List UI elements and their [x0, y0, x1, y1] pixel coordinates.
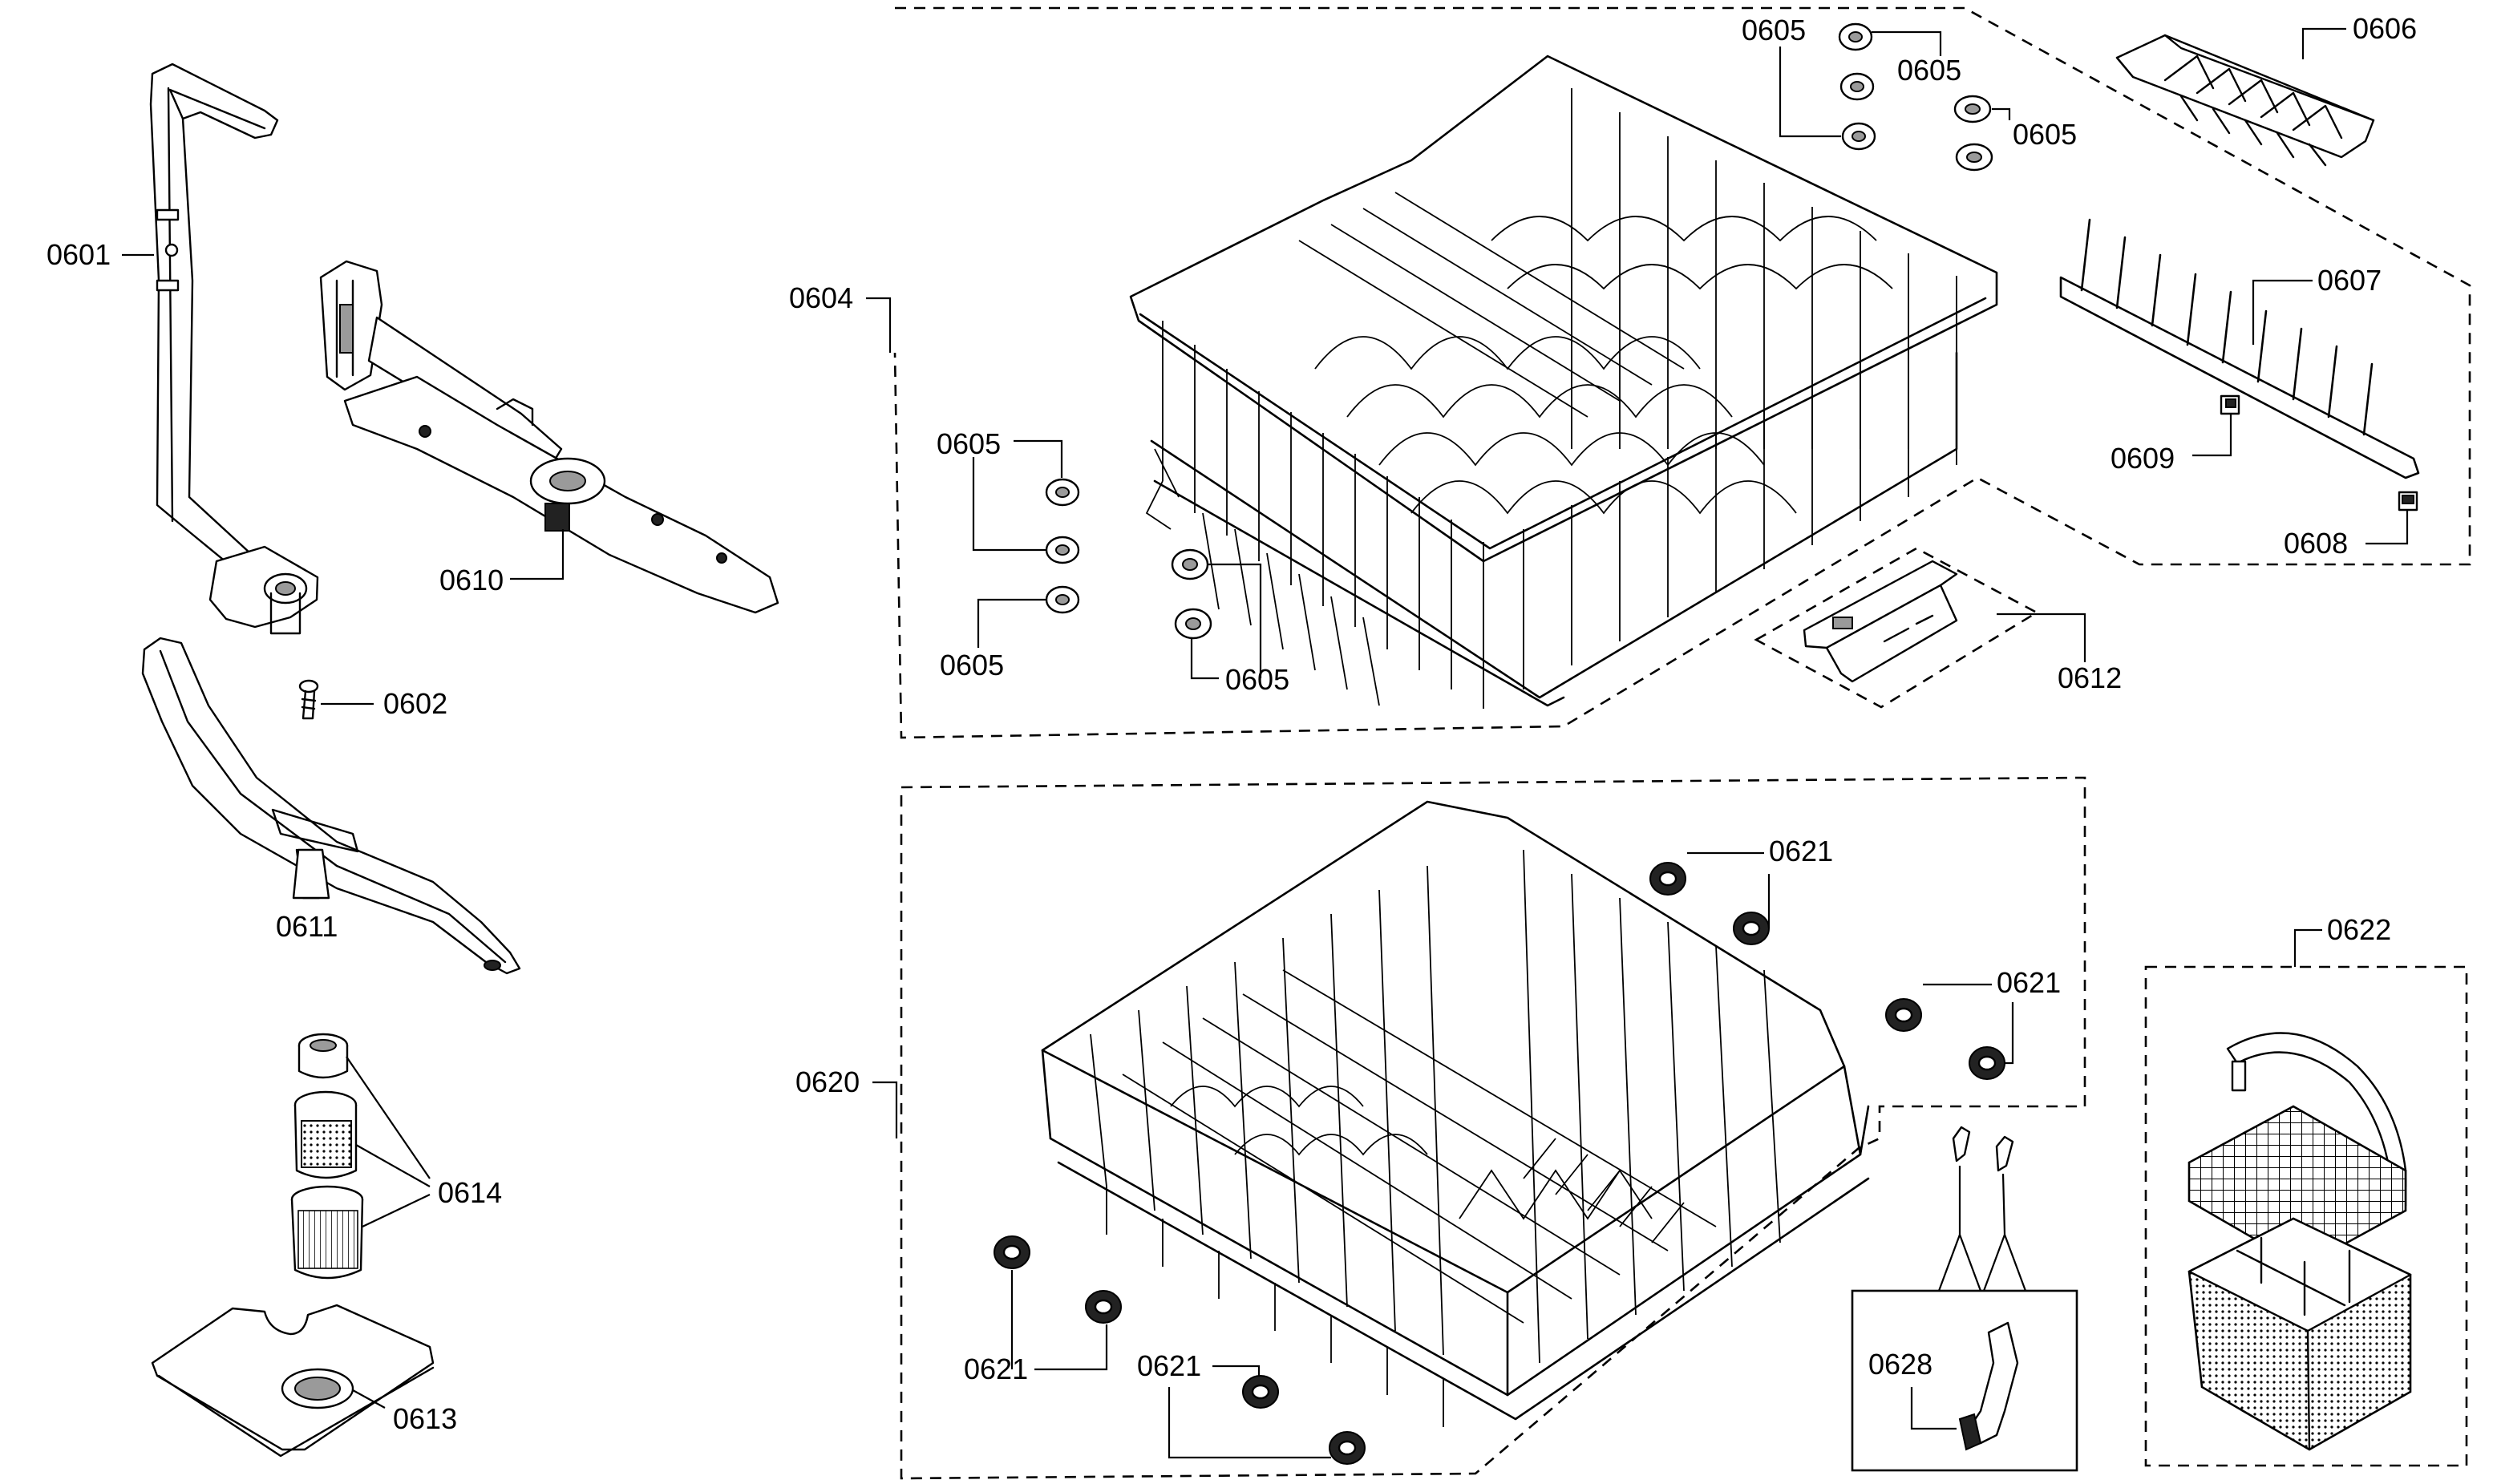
tine-row-part — [2059, 218, 2420, 479]
roller-wheel — [1838, 22, 1873, 51]
clip-kit-box — [1851, 1126, 2078, 1472]
svg-text:0602: 0602 — [383, 687, 447, 720]
svg-text:0606: 0606 — [2353, 12, 2417, 45]
roller-wheel — [1649, 862, 1686, 896]
lower-rack-dashed-outline — [900, 776, 2086, 1480]
screw-part — [298, 679, 319, 720]
roller-wheel — [1733, 912, 1770, 945]
svg-text:0621: 0621 — [1769, 835, 1833, 867]
svg-text:0601: 0601 — [47, 238, 111, 271]
roller-wheel — [1955, 143, 1993, 172]
roller-wheel — [1045, 536, 1080, 564]
roller-group-upper-left — [1045, 478, 1212, 640]
svg-text:0610: 0610 — [439, 564, 504, 596]
cutlery-basket-box — [2144, 965, 2468, 1467]
label-0604: 0604 — [789, 281, 892, 353]
label-0610: 0610 — [439, 529, 565, 596]
svg-text:0611: 0611 — [276, 910, 338, 943]
roller-wheel — [1841, 122, 1876, 151]
svg-text:0621: 0621 — [1137, 1349, 1201, 1382]
cup-shelf-part — [2115, 34, 2375, 167]
label-0605-c: 0605 — [1190, 563, 1289, 696]
label-0613: 0613 — [352, 1389, 457, 1435]
roller-group-lower-right — [1649, 862, 2005, 1080]
svg-text:0605: 0605 — [937, 427, 1001, 460]
svg-text:0605: 0605 — [940, 649, 1004, 681]
tine-clip-part — [2398, 491, 2418, 512]
roller-wheel — [1969, 1046, 2005, 1080]
svg-text:0622: 0622 — [2327, 913, 2391, 946]
svg-text:0613: 0613 — [393, 1402, 457, 1435]
label-0621-c: 0621 — [964, 1270, 1108, 1385]
roller-wheel — [1171, 548, 1209, 580]
svg-text:0620: 0620 — [795, 1065, 860, 1098]
svg-text:0605: 0605 — [1742, 14, 1806, 47]
svg-text:0621: 0621 — [1997, 966, 2061, 999]
roller-wheel — [1329, 1431, 1366, 1465]
svg-text:0612: 0612 — [2058, 661, 2122, 694]
svg-text:0605: 0605 — [1897, 54, 1961, 87]
label-0614: 0614 — [346, 1056, 502, 1227]
label-0612: 0612 — [1997, 613, 2122, 694]
lower-rack-basket-part — [1041, 800, 1870, 1427]
label-0601: 0601 — [47, 238, 154, 271]
label-0621-b: 0621 — [1923, 966, 2061, 1065]
label-0608: 0608 — [2284, 510, 2409, 560]
label-0605-e: 0605 — [1872, 30, 1961, 87]
label-0605-a: 0605 — [937, 427, 1063, 552]
svg-text:0605: 0605 — [1225, 663, 1289, 696]
roller-group-lower-left — [994, 1235, 1366, 1465]
label-0622: 0622 — [2293, 913, 2391, 967]
rack-handle-part-box — [1754, 547, 2039, 709]
label-0605-d: 0605 — [1742, 14, 1841, 138]
upper-spray-arm-part — [319, 260, 779, 614]
roller-wheel — [994, 1235, 1030, 1269]
roller-wheel — [1045, 585, 1080, 614]
label-0602: 0602 — [321, 687, 447, 720]
svg-text:0628: 0628 — [1868, 1348, 1932, 1381]
roller-wheel — [1953, 95, 1992, 123]
label-0621-a: 0621 — [1687, 835, 1833, 928]
roller-group-upper-top — [1838, 22, 1993, 172]
roller-wheel — [1242, 1375, 1279, 1409]
roller-wheel — [1839, 72, 1875, 101]
label-0605-f: 0605 — [1992, 107, 2077, 151]
label-0628: 0628 — [1868, 1348, 1957, 1430]
filter-plate-part — [151, 1304, 435, 1458]
svg-text:0609: 0609 — [2111, 442, 2175, 475]
svg-text:0614: 0614 — [438, 1176, 502, 1209]
upper-rack-dashed-outline — [893, 6, 2471, 739]
supply-tube-part — [149, 63, 319, 635]
label-0620: 0620 — [795, 1065, 898, 1138]
svg-text:0608: 0608 — [2284, 527, 2348, 560]
roller-wheel — [1045, 478, 1080, 507]
label-0609: 0609 — [2111, 414, 2232, 475]
label-0607: 0607 — [2252, 264, 2382, 345]
svg-text:0605: 0605 — [2013, 118, 2077, 151]
svg-text:0621: 0621 — [964, 1353, 1028, 1385]
roller-wheel — [1885, 998, 1922, 1032]
svg-text:0607: 0607 — [2317, 264, 2382, 297]
roller-wheel — [1085, 1290, 1122, 1324]
lower-spray-arm-part — [141, 637, 521, 975]
upper-rack-basket-part — [1129, 55, 1998, 709]
roller-wheel — [1174, 608, 1212, 640]
label-0606: 0606 — [2301, 12, 2417, 59]
svg-text:0604: 0604 — [789, 281, 853, 314]
filter-cylinders-part — [290, 1033, 364, 1280]
label-0621-d: 0621 — [1137, 1349, 1331, 1459]
label-0611: 0611 — [276, 910, 338, 943]
label-0605-b: 0605 — [940, 598, 1046, 681]
rack-clip-part — [2220, 394, 2240, 415]
